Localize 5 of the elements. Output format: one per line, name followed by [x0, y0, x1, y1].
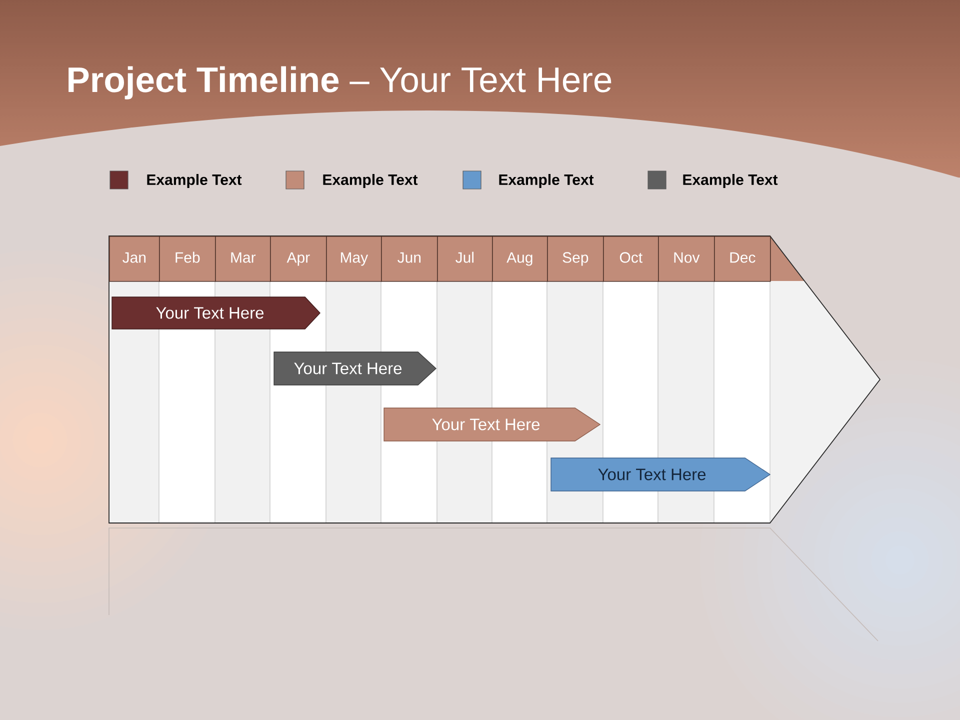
title: Project Timeline – Your Text Here — [68, 66, 612, 100]
legend-text: Example Text — [147, 174, 242, 188]
legend-text: Example Text — [683, 174, 778, 188]
legend-text: Example Text — [323, 174, 418, 188]
legend-text: Example Text — [499, 174, 594, 188]
